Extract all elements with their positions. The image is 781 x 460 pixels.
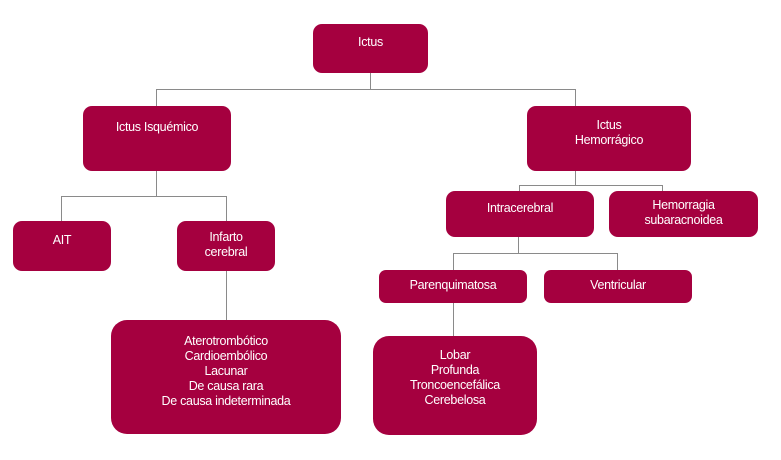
connector-line (453, 253, 454, 271)
node-label: Ventricular (590, 278, 646, 292)
node-label: Cardioembólico (184, 349, 268, 363)
node-label: Parenquimatosa (409, 278, 497, 292)
node-parenquimatosa-tipos: Lobar Profunda Troncoencefálica Cerebelo… (373, 336, 537, 435)
connector-line (156, 89, 157, 107)
node-label: Infarto (209, 230, 243, 244)
node-label: Cerebelosa (424, 393, 486, 407)
node-label: De causa rara (188, 379, 264, 393)
node-parenquimatosa: Parenquimatosa (379, 270, 527, 303)
connector-line (370, 73, 371, 90)
node-label: Aterotrombótico (184, 334, 268, 348)
node-label: Ictus Isquémico (115, 120, 199, 134)
node-ventricular: Ventricular (544, 270, 692, 303)
connector-line (575, 170, 576, 185)
node-label: De causa indeterminada (161, 394, 291, 408)
connector-line (453, 302, 454, 337)
connector-line (226, 270, 227, 321)
node-label: AIT (52, 233, 72, 247)
node-label: Ictus (596, 118, 622, 132)
node-label: Hemorrágico (574, 133, 644, 147)
connector-line (519, 185, 520, 192)
node-label: Hemorragia (652, 198, 715, 212)
connector-line (575, 89, 576, 107)
node-label: subaracnoidea (644, 213, 723, 227)
connector-line (453, 253, 618, 254)
connector-line (156, 89, 575, 90)
node-ait: AIT (13, 221, 111, 271)
node-label: Lobar (439, 348, 471, 362)
node-label: Troncoencefálica (410, 378, 500, 392)
node-hemorragia-subaracnoidea: Hemorragia subaracnoidea (609, 191, 758, 237)
node-infarto-cerebral: Infarto cerebral (177, 221, 275, 271)
connector-line (662, 185, 663, 192)
connector-line (518, 236, 519, 253)
node-ictus: Ictus (313, 24, 428, 73)
connector-line (61, 196, 62, 222)
node-label: cerebral (204, 245, 248, 259)
connector-line (226, 196, 227, 222)
node-ictus-hemorragico: Ictus Hemorrágico (527, 106, 691, 171)
node-label: Profunda (430, 363, 480, 377)
node-intracerebral: Intracerebral (446, 191, 594, 237)
node-label: Intracerebral (486, 201, 554, 215)
node-label: Lacunar (204, 364, 248, 378)
node-infarto-tipos: Aterotrombótico Cardioembólico Lacunar D… (111, 320, 341, 434)
connector-line (61, 196, 227, 197)
node-ictus-isquemico: Ictus Isquémico (83, 106, 231, 171)
node-label: Ictus (358, 35, 383, 49)
connector-line (156, 170, 157, 196)
connector-line (519, 185, 663, 186)
connector-line (617, 253, 618, 271)
